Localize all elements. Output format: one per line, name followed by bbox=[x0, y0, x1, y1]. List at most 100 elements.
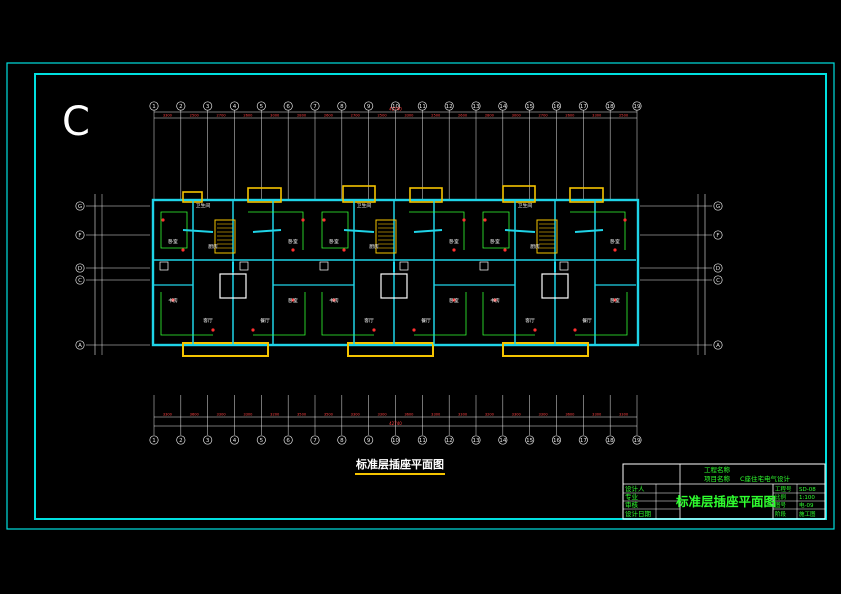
right-axis-label: C bbox=[716, 278, 720, 284]
room-label: 书房 bbox=[168, 297, 178, 304]
top-dim-text: 3300 bbox=[404, 114, 414, 118]
bottom-axis-bubble bbox=[149, 435, 159, 445]
feeder-wire bbox=[504, 229, 604, 272]
inner-frame bbox=[34, 73, 827, 520]
bottom-dim-text: 3300 bbox=[512, 413, 522, 417]
top-axis-label: 3 bbox=[206, 104, 210, 110]
bottom-axis-bubble bbox=[417, 435, 427, 445]
bottom-dim-text: 3300 bbox=[592, 413, 602, 417]
tb-phase-label: 阶段 bbox=[775, 510, 787, 518]
socket-symbol bbox=[493, 298, 497, 302]
top-axis-label: 14 bbox=[499, 104, 506, 110]
bottom-axis-bubble bbox=[337, 435, 347, 445]
left-axis-bubble bbox=[75, 230, 85, 240]
balcony-top bbox=[409, 187, 443, 203]
bottom-axis-label: 6 bbox=[286, 438, 290, 444]
bottom-axis-label: 18 bbox=[607, 438, 614, 444]
bottom-axis-label: 9 bbox=[367, 438, 371, 444]
top-dim-text: 2500 bbox=[190, 114, 200, 118]
bottom-axis-bubble bbox=[551, 435, 562, 445]
socket-symbol bbox=[181, 248, 185, 252]
socket-symbol bbox=[613, 248, 617, 252]
socket-symbol bbox=[161, 218, 165, 222]
bottom-dim-text: 3300 bbox=[431, 413, 441, 417]
right-axis-bubble bbox=[713, 201, 723, 211]
top-axis-bubble bbox=[390, 101, 401, 111]
socket-symbol bbox=[483, 218, 487, 222]
top-axis-bubble bbox=[605, 101, 615, 111]
room-label: 餐厅 bbox=[260, 317, 270, 324]
room-label: 厨房 bbox=[369, 243, 379, 250]
top-axis-bubble bbox=[525, 101, 535, 111]
bottom-axis-label: 5 bbox=[260, 438, 264, 444]
top-axis-bubble bbox=[417, 101, 427, 111]
top-dim-text: 2700 bbox=[217, 114, 227, 118]
junction-box bbox=[399, 261, 409, 271]
balcony-bottom bbox=[502, 342, 589, 357]
bottom-axis-label: 13 bbox=[473, 438, 480, 444]
socket-symbol bbox=[573, 328, 577, 332]
socket-symbol bbox=[251, 328, 255, 332]
socket-symbol bbox=[291, 248, 295, 252]
top-axis-label: 6 bbox=[286, 104, 290, 110]
top-axis-label: 10 bbox=[392, 104, 399, 110]
bottom-axis-label: 11 bbox=[419, 438, 426, 444]
top-axis-bubble bbox=[256, 101, 266, 111]
bottom-axis-label: 15 bbox=[526, 438, 533, 444]
balcony-bottom bbox=[347, 342, 434, 357]
balcony-top bbox=[247, 187, 282, 203]
right-axis-label: G bbox=[716, 204, 720, 210]
top-axis-bubble bbox=[471, 101, 481, 111]
bottom-dim-text: 3300 bbox=[217, 413, 227, 417]
bottom-dim-text: 3300 bbox=[539, 413, 549, 417]
feeder-wire bbox=[182, 229, 282, 272]
right-axis-bubble bbox=[713, 275, 723, 285]
bottom-axis-bubble bbox=[364, 435, 374, 445]
socket-circuit bbox=[321, 211, 467, 336]
room-label: 厨房 bbox=[530, 243, 540, 250]
tb-project-name-label: 工程名称 bbox=[704, 465, 731, 474]
outer-wall bbox=[151, 198, 640, 347]
top-axis-bubble bbox=[203, 101, 213, 111]
socket-symbol bbox=[171, 298, 175, 302]
socket-symbol bbox=[332, 298, 336, 302]
top-axis-label: 18 bbox=[607, 104, 614, 110]
top-axis-bubble bbox=[149, 101, 159, 111]
bottom-axis-label: 7 bbox=[313, 438, 317, 444]
bottom-axis-bubble bbox=[176, 435, 186, 445]
tb-sheet-no-label: 图号 bbox=[775, 501, 787, 509]
top-axis-label: 5 bbox=[260, 104, 264, 110]
room-label: 客厅 bbox=[364, 317, 374, 324]
socket-symbol bbox=[613, 298, 617, 302]
balcony-bottom bbox=[182, 342, 269, 357]
title-block: 工程名称 项目名称 C座住宅电气设计 设计人 专业 审核 设计日期 标准层插座平… bbox=[622, 463, 826, 520]
top-axis-label: 1 bbox=[152, 104, 156, 110]
top-dim-text: 2700 bbox=[539, 114, 549, 118]
socket-symbol bbox=[291, 298, 295, 302]
top-dim-text: 2600 bbox=[324, 114, 334, 118]
right-axis-bubble bbox=[713, 340, 723, 350]
socket-symbol bbox=[342, 248, 346, 252]
bottom-axis-label: 1 bbox=[152, 438, 156, 444]
top-axis-bubble bbox=[337, 101, 347, 111]
bottom-axis-bubble bbox=[203, 435, 213, 445]
top-dim-text: 2500 bbox=[619, 114, 629, 118]
junction-box bbox=[479, 261, 489, 271]
top-dim-text: 2600 bbox=[458, 114, 468, 118]
left-axis-bubble bbox=[75, 275, 85, 285]
top-axis-label: 11 bbox=[419, 104, 426, 110]
bottom-dim-text: 3200 bbox=[485, 413, 495, 417]
room-label: 书房 bbox=[490, 297, 500, 304]
top-dim-text: 3000 bbox=[270, 114, 280, 118]
elevator-shaft bbox=[219, 273, 247, 299]
tb-code-value: SD-08 bbox=[799, 487, 816, 493]
bottom-dim-text: 3300 bbox=[378, 413, 388, 417]
bottom-dim-text: 3300 bbox=[458, 413, 468, 417]
top-dim-text: 2800 bbox=[297, 114, 307, 118]
elevator-shaft bbox=[380, 273, 408, 299]
balcony-top bbox=[569, 187, 604, 203]
socket-symbol bbox=[301, 218, 305, 222]
bottom-dim-text: 3300 bbox=[163, 413, 173, 417]
